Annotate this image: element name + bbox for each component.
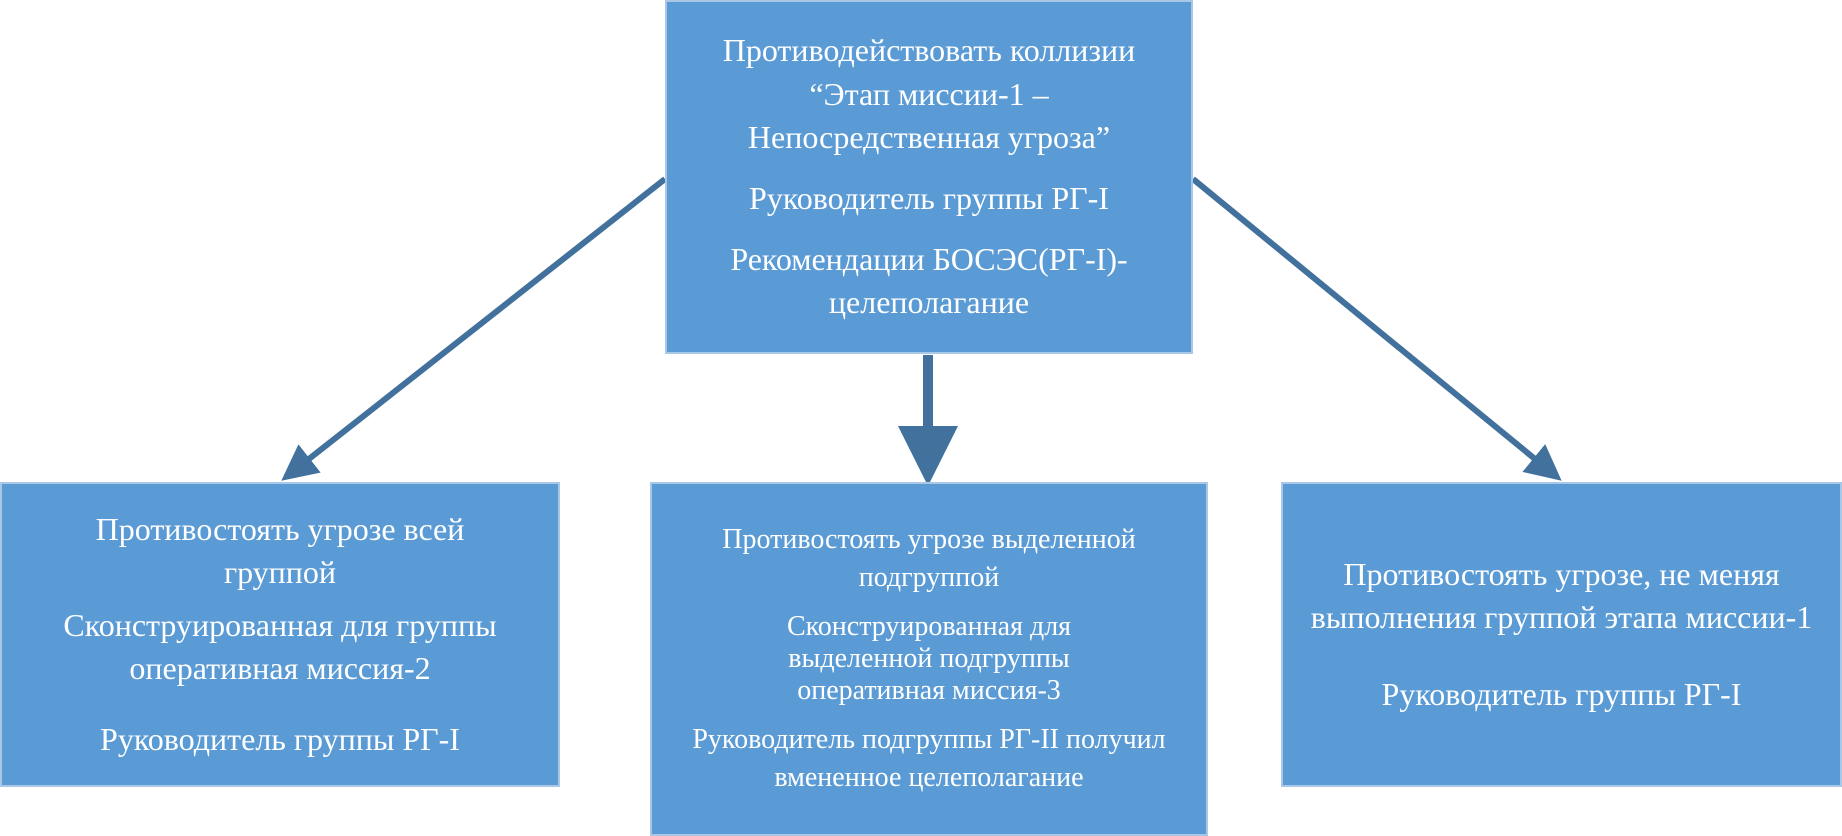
- root-title: Противодействовать коллизии “Этап миссии…: [722, 32, 1136, 155]
- arrow-to-option-1: [281, 176, 667, 481]
- option-2-mission: Сконструированная для выделенной подгруп…: [786, 610, 1072, 707]
- option-3-title: Противостоять угрозе, не меняя выполнени…: [1310, 555, 1813, 635]
- option-1-leader: Руководитель группы РГ-I: [100, 721, 460, 758]
- option-2-leader: Руководитель подгруппы РГ-II получил вме…: [692, 724, 1166, 794]
- option-node-2: Противостоять угрозе выделенной подгрупп…: [650, 482, 1208, 836]
- option-node-3: Противостоять угрозе, не меняя выполнени…: [1281, 482, 1842, 787]
- option-1-title: Противостоять угрозе всей группой: [95, 510, 465, 590]
- option-2-title: Противостоять угрозе выделенной подгрупп…: [722, 524, 1136, 593]
- root-recommendation: Рекомендации БОСЭС(РГ-I)-целеполагание: [730, 241, 1128, 321]
- option-1-mission: Сконструированная для группы оперативная…: [63, 606, 497, 687]
- root-leader: Руководитель группы РГ-I: [749, 180, 1109, 216]
- arrow-to-option-3: [1191, 176, 1562, 481]
- option-node-1: Противостоять угрозе всей группой Сконст…: [0, 482, 560, 787]
- root-node: Противодействовать коллизии “Этап миссии…: [665, 0, 1193, 354]
- option-3-leader: Руководитель группы РГ-I: [1381, 676, 1742, 713]
